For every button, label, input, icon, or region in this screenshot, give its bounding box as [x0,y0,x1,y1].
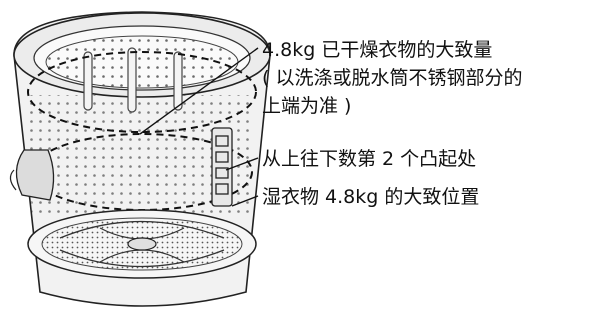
label-second-bump: 从上往下数第 2 个凸起处 [262,148,477,170]
label-dry-load-note-2: 上端为准 ) [262,95,352,117]
label-dry-load: 4.8kg 已干燥衣物的大致量 [262,39,493,61]
lint-filter [211,127,233,207]
label-dry-load-note-1: ( 以洗涤或脱水筒不锈钢部分的 [262,67,523,89]
left-bump [15,149,55,201]
dry-load-line [27,51,257,133]
leader-dry-load [139,47,259,135]
leader-wet-load [231,195,259,207]
label-wet-load: 湿衣物 4.8kg 的大致位置 [262,186,480,208]
leader-second-bump [225,157,259,171]
